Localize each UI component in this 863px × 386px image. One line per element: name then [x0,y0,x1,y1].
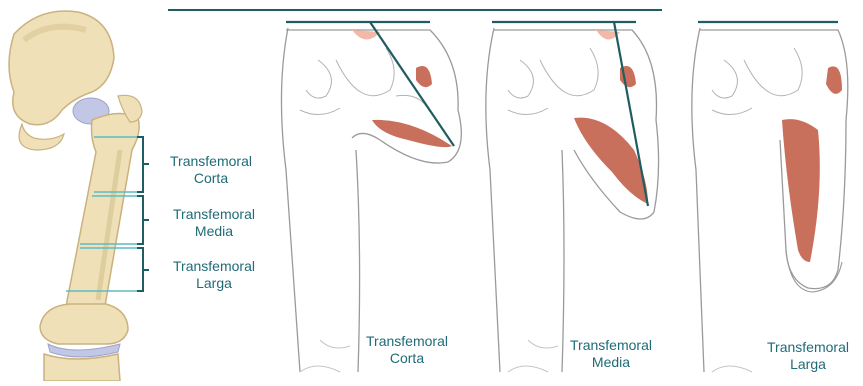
muscle-adductor [782,119,820,262]
muscle-gluteal [826,66,842,94]
tibia-bone [44,354,120,381]
panel-caption-larga: Transfemoral Larga [757,339,859,373]
label-line-1: Transfemoral [153,206,275,223]
caption-line-1: Transfemoral [346,333,468,350]
label-line-2: Corta [150,170,272,187]
caption-line-1: Transfemoral [757,339,859,356]
label-line-2: Larga [153,275,275,292]
panel-corta-illustration [281,22,461,372]
femur-shaft [67,113,139,318]
femur-level-label-larga: Transfemoral Larga [153,258,275,292]
femur-level-label-media: Transfemoral Media [153,206,275,240]
label-line-1: Transfemoral [150,153,272,170]
label-line-2: Media [153,223,275,240]
panel-caption-media: Transfemoral Media [550,337,672,371]
femur-level-label-corta: Transfemoral Corta [150,153,272,187]
panel-caption-corta: Transfemoral Corta [346,333,468,367]
level-brackets [137,137,149,291]
muscle-gluteal [416,66,432,87]
knee-cartilage [48,344,120,357]
caption-line-2: Corta [346,350,468,367]
obturator-ring [19,124,64,150]
label-line-1: Transfemoral [153,258,275,275]
panel-media-illustration [486,22,659,372]
femur-condyles [40,304,128,344]
femur-illustration [9,11,149,381]
caption-line-1: Transfemoral [550,337,672,354]
panel-larga-illustration [692,22,848,372]
muscle-adductor [574,118,648,204]
caption-line-2: Media [550,354,672,371]
caption-line-2: Larga [757,356,859,373]
